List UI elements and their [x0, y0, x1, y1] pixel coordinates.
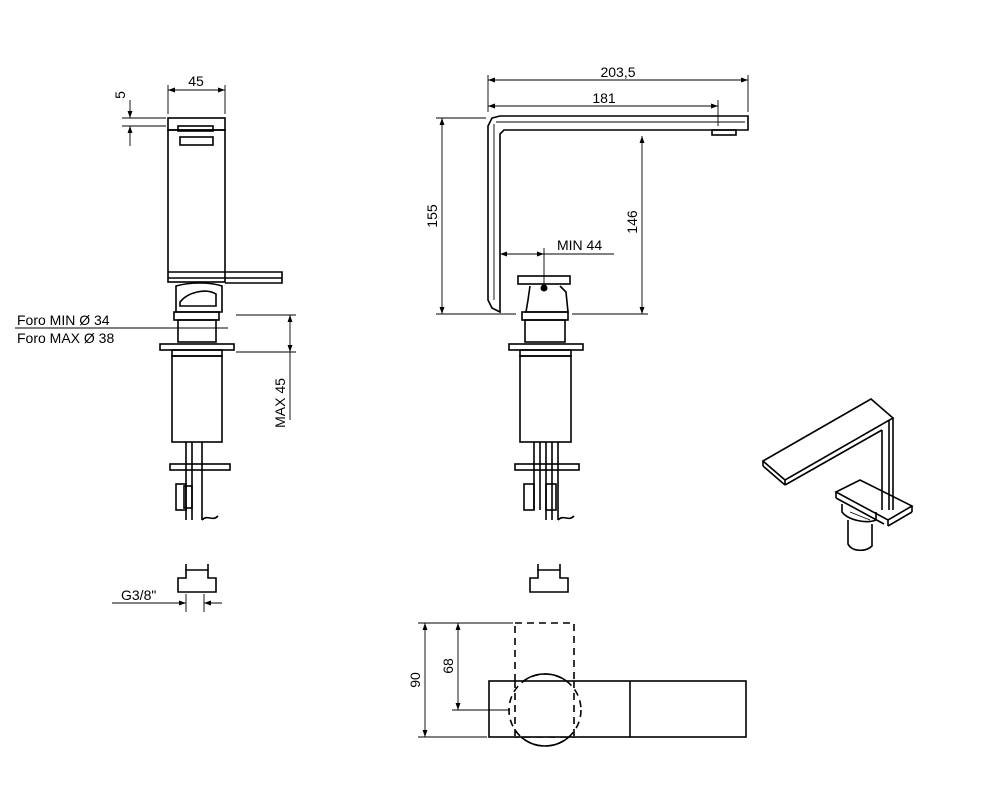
hole-max-label: Foro MAX Ø 38 — [17, 330, 114, 346]
dim-plan-depth-total: 90 — [407, 672, 423, 688]
front-view: 45 5 Foro MIN Ø 34 Foro MAX Ø 38 MAX 45 — [15, 73, 296, 521]
dim-overall-length: 203,5 — [600, 64, 635, 80]
dim-spout-reach: 181 — [592, 90, 616, 106]
isometric-view — [761, 398, 914, 552]
connector-detail: G3/8" — [112, 564, 569, 612]
dim-overall-height: 155 — [424, 204, 440, 228]
dim-top-width: 45 — [188, 73, 204, 89]
dim-connection: G3/8" — [121, 587, 156, 603]
hole-min-label: Foro MIN Ø 34 — [17, 312, 110, 328]
dim-top-thickness: 5 — [112, 91, 128, 99]
dim-max-thickness: MAX 45 — [272, 378, 288, 428]
dim-plan-depth-center: 68 — [440, 658, 456, 674]
dim-spout-height: 146 — [624, 210, 640, 234]
plan-view: 90 68 — [407, 622, 747, 747]
dim-min-clearance: MIN 44 — [557, 237, 602, 253]
side-view: 203,5 181 155 146 MIN 44 — [424, 64, 749, 521]
